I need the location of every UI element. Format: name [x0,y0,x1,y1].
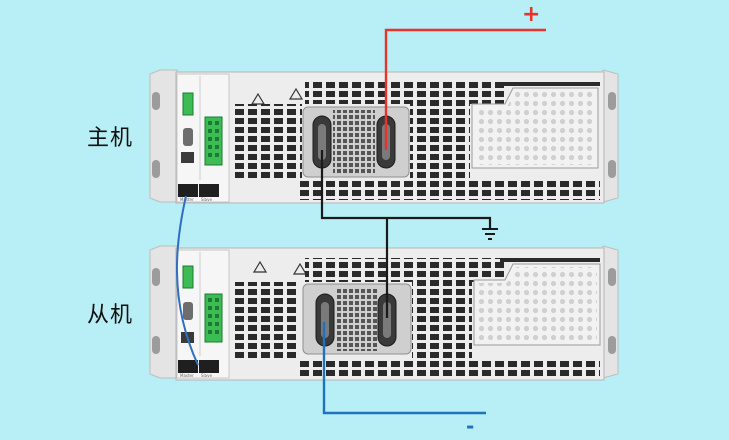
negative-terminal-label: - [466,414,475,438]
slave-left-rack-ear [149,245,178,379]
master-unit: Master Slave [149,69,619,204]
slave-ear-slot-4 [608,336,616,354]
slave-vent-right [412,282,472,358]
slave-bus-port-master [178,360,198,373]
positive-terminal-label: + [522,2,541,27]
warning-triangle-icon [252,260,268,273]
ground-icon [482,228,498,240]
master-small-terminal-block [182,92,194,116]
slave-unit: Master Slave [149,245,619,381]
master-db-connector [183,128,193,146]
master-housing-mesh [333,110,375,174]
slave-small-terminal-block [182,265,194,289]
slave-vent-top [305,258,505,282]
master-vent-bottom [300,180,600,200]
warning-triangle-icon [292,262,308,275]
slave-right-rack-ear [602,245,619,379]
master-vent-top [305,80,505,104]
slave-bus-port-label-master: Master [180,373,194,378]
master-large-terminal-block [204,116,223,166]
master-ear-slot-1 [152,92,160,110]
slave-db-connector [183,302,193,320]
slave-housing-mesh [335,287,377,351]
master-bus-port-label-master: Master [180,197,194,202]
master-slave-bus-cable [176,195,199,366]
series-link-wire [320,150,492,228]
slave-ear-slot-2 [152,336,160,354]
warning-triangle-icon [288,87,304,100]
slave-vent-left [232,282,300,358]
master-right-rack-ear [602,69,619,203]
negative-output-wire [322,322,486,415]
slave-ear-slot-3 [608,268,616,286]
slave-large-terminal-block [204,293,223,343]
slave-vent-bottom [300,358,600,378]
master-ear-slot-2 [152,160,160,178]
master-bus-port-master [178,184,198,197]
master-vent-right [410,104,470,180]
master-left-rack-ear [149,69,178,203]
master-ear-slot-3 [608,92,616,110]
master-ear-slot-4 [608,160,616,178]
master-unit-label: 主机 [87,126,134,151]
master-vent-left [232,104,302,180]
slave-bus-port-slave [199,360,219,373]
slave-ear-slot-1 [152,268,160,286]
master-bus-port-slave [199,184,219,197]
master-lan-port [181,152,194,163]
slave-bus-port-label-slave: Slave [201,373,212,378]
master-bus-port-label-slave: Slave [201,197,212,202]
slave-unit-label: 从机 [87,303,134,328]
positive-output-wire [384,28,546,150]
